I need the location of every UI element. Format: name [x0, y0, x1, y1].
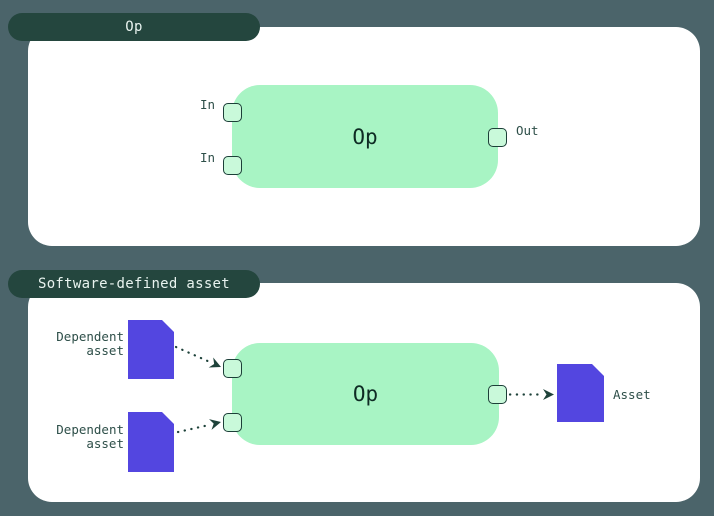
op-panel-title-pill: Op: [8, 13, 260, 41]
input-handle-icon: [223, 103, 242, 122]
dependent-asset-document-icon: [128, 320, 174, 379]
dependency-arrow-line: [176, 423, 211, 434]
sda-panel-title: Software-defined asset: [37, 276, 231, 292]
sda-panel-card: Dependent asset Dependent asset Op Asset: [28, 283, 700, 502]
op-panel-card: In In Op Out: [28, 27, 700, 246]
dependency-arrow-line: [174, 345, 213, 364]
op-panel-title: Op: [125, 19, 143, 35]
dependent-asset-document-icon: [128, 412, 174, 472]
output-label: Out: [516, 123, 539, 138]
output-arrowhead-icon: [543, 389, 554, 400]
op-node-label: Op: [352, 382, 379, 406]
op-node: Op: [232, 85, 498, 188]
input-label: In: [199, 150, 215, 165]
asset-label: Asset: [613, 387, 651, 402]
op-node: Op: [232, 343, 499, 445]
op-node-label: Op: [352, 124, 378, 149]
input-handle-icon: [223, 156, 242, 175]
sda-panel-title-pill: Software-defined asset: [8, 270, 260, 298]
dependency-arrowhead-icon: [208, 357, 221, 368]
output-handle-icon: [488, 128, 507, 147]
asset-document-icon: [557, 364, 604, 422]
input-handle-icon: [223, 413, 242, 432]
dependent-asset-label: Dependent asset: [56, 329, 124, 358]
input-handle-icon: [223, 359, 242, 378]
dependent-asset-label: Dependent asset: [56, 422, 124, 451]
output-handle-icon: [488, 385, 507, 404]
dependency-arrowhead-icon: [209, 419, 221, 430]
input-label: In: [199, 97, 215, 112]
